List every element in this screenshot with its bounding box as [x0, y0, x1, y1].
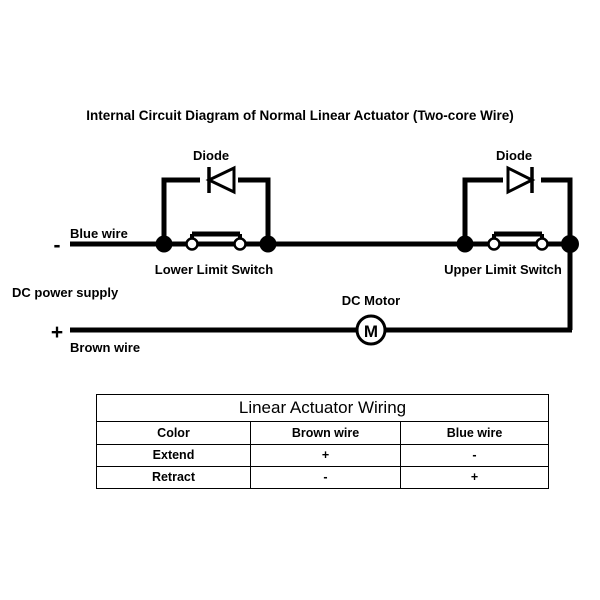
table-title: Linear Actuator Wiring — [95, 394, 550, 422]
dc-power-supply-label: DC power supply — [12, 285, 119, 300]
row-retract-brown: - — [250, 466, 401, 489]
upper-switch-contact-left — [487, 237, 501, 251]
table-title-row: Linear Actuator Wiring — [95, 394, 550, 422]
positive-terminal-sign: + — [51, 321, 63, 344]
upper-switch-node-right — [561, 235, 579, 253]
brown-wire-label: Brown wire — [70, 340, 140, 355]
table-header-color: Color — [96, 421, 251, 445]
row-extend-brown: + — [250, 444, 401, 467]
blue-wire-label: Blue wire — [70, 226, 128, 241]
row-retract-action: Retract — [96, 466, 251, 489]
table-header-row: Color Brown wire Blue wire — [96, 421, 550, 445]
row-extend-blue: - — [399, 444, 550, 467]
upper-diode-label: Diode — [496, 148, 532, 163]
diagram-title: Internal Circuit Diagram of Normal Linea… — [86, 108, 513, 123]
lower-limit-switch-label: Lower Limit Switch — [155, 262, 274, 277]
table-header-brown-wire: Brown wire — [250, 421, 401, 445]
table-row: Extend + - — [96, 444, 550, 467]
linear-actuator-wiring-table: Linear Actuator Wiring Color Brown wire … — [95, 394, 550, 489]
row-retract-blue: + — [399, 466, 550, 489]
motor-circle-icon — [355, 314, 387, 346]
lower-switch-contact-left — [185, 237, 199, 251]
negative-terminal-sign: - — [54, 234, 61, 257]
upper-switch-node-left — [456, 235, 474, 253]
table-row: Retract - + — [96, 466, 550, 489]
upper-diode-triangle-icon — [506, 165, 536, 195]
lower-switch-node-right — [259, 235, 277, 253]
motor-symbol: M — [364, 322, 378, 341]
lower-switch-contact-right — [233, 237, 247, 251]
table-header-blue-wire: Blue wire — [399, 421, 550, 445]
upper-switch-contact-right — [535, 237, 549, 251]
motor-label: DC Motor — [342, 293, 401, 308]
lower-diode-triangle-icon — [205, 165, 236, 195]
row-extend-action: Extend — [96, 444, 251, 467]
upper-limit-switch-label: Upper Limit Switch — [444, 262, 562, 277]
lower-diode-label: Diode — [193, 148, 229, 163]
lower-switch-node-left — [155, 235, 173, 253]
